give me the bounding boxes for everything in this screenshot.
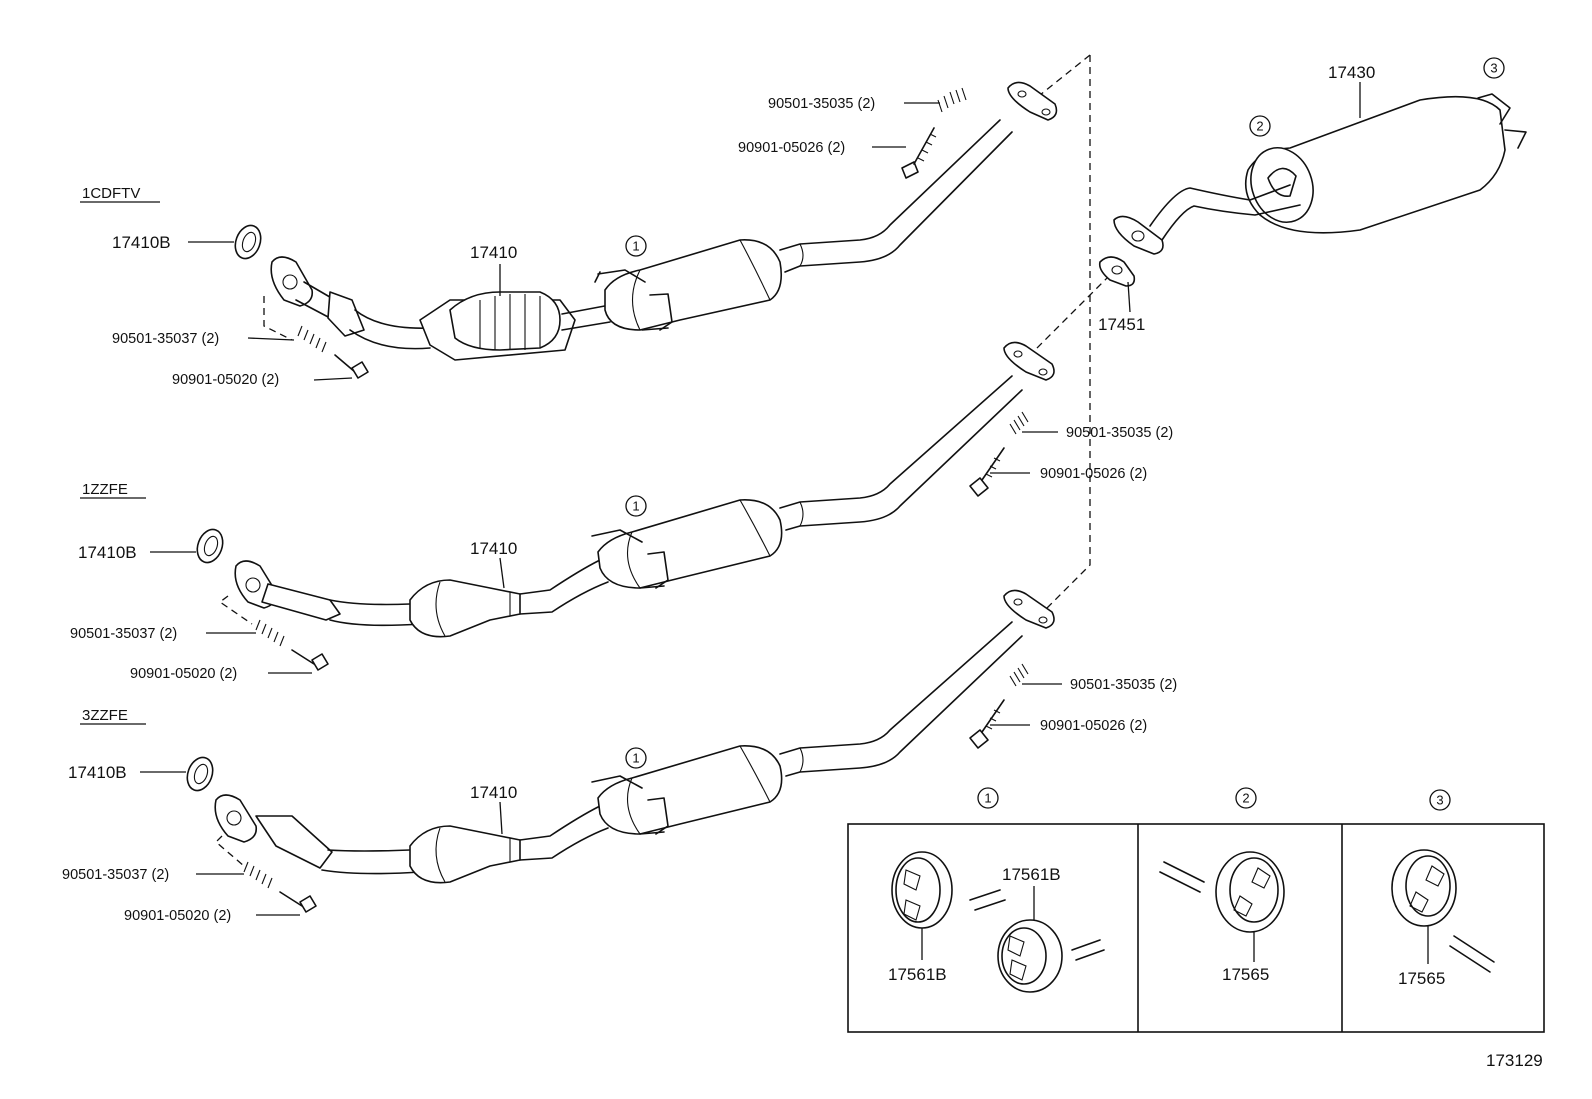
engine-label-3zzfe: 3ZZFE [82, 707, 128, 724]
engine-label-1zzfe: 1ZZFE [82, 481, 128, 498]
part-label-spring-front-mid: 90501-35037 (2) [70, 626, 177, 642]
part-label-17565-b: 17565 [1398, 969, 1445, 988]
part-label-spring-rear-mid: 90501-35035 (2) [1066, 425, 1173, 441]
part-label-17565-a: 17565 [1222, 965, 1269, 984]
leader-lines [140, 82, 1429, 964]
callout-2-tail: 2 [1249, 115, 1271, 137]
front-pipe-assembly-1zzfe [196, 341, 1055, 671]
callout-1-bot: 1 [625, 747, 647, 769]
assembly-guide-lines [1019, 54, 1121, 616]
hanger-17561b-b [997, 919, 1063, 993]
hanger-detail-box [847, 823, 1545, 1033]
part-label-17410b-mid: 17410B [78, 543, 137, 562]
front-pipe-assembly-3zzfe [186, 589, 1055, 913]
svg-text:2: 2 [1242, 791, 1249, 806]
callout-3-box: 3 [1429, 789, 1451, 811]
part-label-bolt-front-top: 90901-05020 (2) [172, 372, 279, 388]
part-label-17410b-top: 17410B [112, 233, 171, 252]
part-label-17410-top: 17410 [470, 243, 517, 262]
part-label-bolt-rear-top: 90901-05026 (2) [738, 140, 845, 156]
part-label-17410-bot: 17410 [470, 783, 517, 802]
part-label-spring-rear-top: 90501-35035 (2) [768, 96, 875, 112]
callout-1-top: 1 [625, 235, 647, 257]
callout-2-box: 2 [1235, 787, 1257, 809]
part-label-17561b-b: 17561B [1002, 865, 1061, 884]
hanger-17561b-a [891, 851, 953, 929]
callout-markers: 1 1 1 2 3 1 2 3 [625, 57, 1505, 811]
part-label-spring-rear-bot: 90501-35035 (2) [1070, 677, 1177, 693]
tail-pipe-assembly [1098, 93, 1527, 287]
part-label-17410b-bot: 17410B [68, 763, 127, 782]
part-label-bolt-front-bot: 90901-05020 (2) [124, 908, 231, 924]
hanger-17565-a [1159, 851, 1285, 933]
callout-1-mid: 1 [625, 495, 647, 517]
svg-text:1: 1 [984, 791, 991, 806]
svg-text:1: 1 [632, 239, 639, 254]
engine-label-1cdftv: 1CDFTV [82, 185, 140, 202]
svg-text:2: 2 [1256, 119, 1263, 134]
svg-text:3: 3 [1436, 793, 1443, 808]
part-label-17430: 17430 [1328, 63, 1375, 82]
part-label-17561b-a: 17561B [888, 965, 947, 984]
svg-text:3: 3 [1490, 61, 1497, 76]
svg-text:1: 1 [632, 751, 639, 766]
part-label-spring-front-bot: 90501-35037 (2) [62, 867, 169, 883]
callout-3-tail: 3 [1483, 57, 1505, 79]
illustration-number: 173129 [1486, 1051, 1543, 1070]
callout-1-box: 1 [977, 787, 999, 809]
part-label-bolt-rear-mid: 90901-05026 (2) [1040, 466, 1147, 482]
part-label-bolt-rear-bot: 90901-05026 (2) [1040, 718, 1147, 734]
svg-text:1: 1 [632, 499, 639, 514]
part-labels: 17410B 17410 90501-35037 (2) 90901-05020… [62, 63, 1543, 1070]
part-label-17451: 17451 [1098, 315, 1145, 334]
part-label-spring-front-top: 90501-35037 (2) [112, 331, 219, 347]
hanger-17565-b [1391, 849, 1495, 973]
part-label-17410-mid: 17410 [470, 539, 517, 558]
front-pipe-assembly-1cdftv [234, 81, 1058, 379]
engine-labels: 1CDFTV 1ZZFE 3ZZFE [80, 185, 160, 725]
part-label-bolt-front-mid: 90901-05020 (2) [130, 666, 237, 682]
